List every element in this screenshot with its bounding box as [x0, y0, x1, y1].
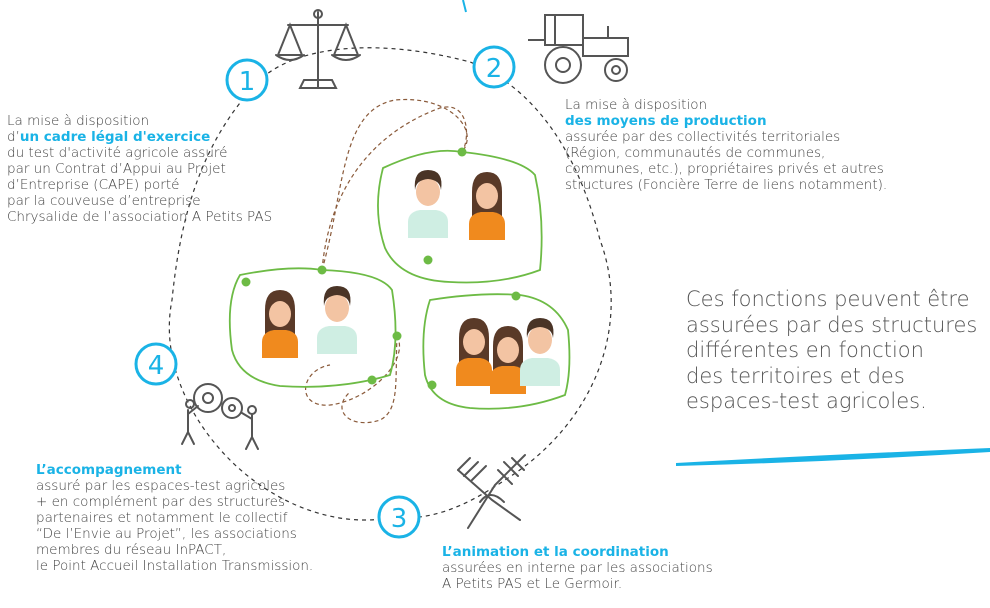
step-4-line: “De l’Envie au Projet”, les associations: [36, 526, 297, 542]
tractor-icon: [528, 14, 629, 84]
step-4-line: membres du réseau InPACT,: [36, 542, 227, 558]
step-2-line: (Région, communautés de communes,: [565, 145, 826, 161]
step-4-line: le Point Accueil Installation Transmissi…: [36, 558, 314, 574]
step-4-line: assuré par les espaces-test agricoles: [36, 478, 286, 494]
step-4-title: L’accompagnement: [36, 462, 182, 478]
svg-text:2: 2: [486, 54, 503, 84]
step-circle-4: 4: [134, 342, 178, 386]
group-blob-left: [228, 267, 397, 388]
side-note-line: différentes en fonction: [686, 338, 924, 362]
side-note-line: espaces-test agricoles.: [686, 389, 927, 413]
step-1-line: du test d'activité agricole assuré: [7, 145, 228, 161]
inner-path-1: [321, 98, 468, 271]
step-2-line: assurée par des collectivités territoria…: [565, 129, 841, 145]
step-4-text: L’accompagnement assuré par les espaces-…: [36, 462, 396, 574]
group-blob-top: [377, 149, 543, 284]
step-3-text: L’animation et la coordination assurées …: [442, 544, 802, 592]
step-4-line: partenaires et notamment le collectif: [36, 510, 288, 526]
step-4-line: + en complément par des structures: [36, 494, 285, 510]
step-1-line: par un Contrat d’Appui au Projet: [7, 161, 226, 177]
step-circle-1: 1: [225, 58, 269, 102]
step-1-line: d’Entreprise (CAPE) porté: [7, 177, 180, 193]
step-1-line: par la couveuse d’entreprise: [7, 193, 201, 209]
step-1-text: La mise à disposition d’un cadre légal d…: [7, 113, 307, 225]
side-note-line: Ces fonctions peuvent être: [686, 287, 970, 311]
step-1-intro: La mise à disposition: [7, 113, 150, 129]
step-circle-3: 3: [377, 495, 421, 539]
balance-scale-icon: [275, 9, 361, 89]
joined-hands-icon: [457, 454, 526, 529]
step-2-line: structures (Foncière Terre de liens nota…: [565, 177, 888, 193]
person-group-top-icon: [408, 170, 505, 240]
svg-text:1: 1: [239, 67, 256, 97]
step-2-intro: La mise à disposition: [565, 97, 708, 113]
side-note-line: assurées par des structures: [686, 312, 978, 337]
step-circle-2: 2: [472, 45, 516, 89]
svg-text:3: 3: [391, 504, 408, 534]
step-3-line: A Petits PAS et Le Germoir.: [442, 576, 623, 592]
inner-path-4: [341, 335, 398, 424]
people-gears-icon: [181, 383, 259, 450]
side-note-line: des territoires et des: [686, 363, 905, 388]
step-1-line: Chrysalide de l’association A Petits PAS: [7, 209, 273, 225]
brush-stroke-decoration: [676, 448, 990, 466]
connection-dots: [241, 147, 521, 390]
step-2-line: communes, etc.), propriétaires privés et…: [565, 161, 884, 177]
side-note: Ces fonctions peuvent être assurées par …: [686, 287, 986, 415]
step-3-line: assurées en interne par les associations: [442, 560, 713, 576]
person-group-left-icon: [262, 286, 357, 358]
step-2-title: des moyens de production: [565, 113, 767, 129]
step-3-title: L’animation et la coordination: [442, 544, 669, 560]
step-1-prefix: d’: [7, 129, 20, 145]
step-2-text: La mise à disposition des moyens de prod…: [565, 97, 965, 193]
person-group-right-icon: [456, 318, 560, 394]
svg-text:4: 4: [148, 351, 165, 381]
top-accent-mark: [462, 0, 467, 13]
step-1-title: un cadre légal d'exercice: [19, 129, 211, 145]
inner-path-2: [321, 106, 468, 271]
